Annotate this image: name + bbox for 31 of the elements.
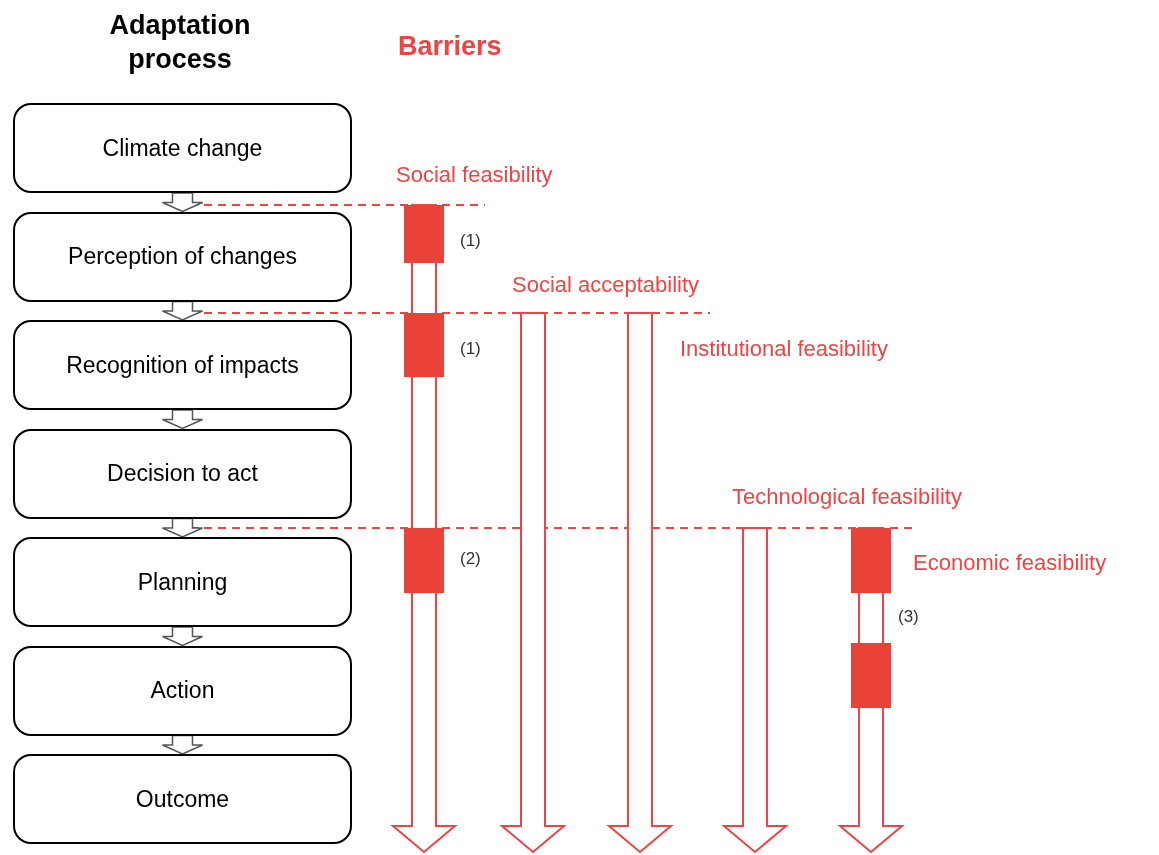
column-heading: Barriers <box>398 30 502 63</box>
process-box <box>13 645 352 736</box>
process-box <box>13 537 352 627</box>
column-heading: Adaptation process <box>108 9 252 76</box>
box-text: Outcome <box>135 784 230 814</box>
barrier-label: Social feasibility <box>396 161 553 189</box>
note-number: (2) <box>460 548 481 570</box>
process-arrow <box>161 517 204 538</box>
barrier-label: Institutional feasibility <box>680 335 888 363</box>
process-arrow <box>161 626 204 647</box>
box-text: Action <box>150 676 215 706</box>
box-text: Planning <box>137 567 228 597</box>
process-box <box>13 211 352 302</box>
barrier-label: Technological feasibility <box>732 483 962 511</box>
process-arrow <box>161 192 204 213</box>
box-text: Decision to act <box>107 459 258 489</box>
process-arrow <box>161 734 204 755</box>
barrier-label: Social acceptability <box>512 271 700 299</box>
box-text: Recognition of impacts <box>66 350 299 380</box>
note-number: (1) <box>460 230 481 252</box>
note-number: (3) <box>898 606 919 628</box>
process-box <box>13 428 352 519</box>
process-arrow <box>161 409 204 430</box>
process-box <box>13 320 352 410</box>
barrier-label: Economic feasibility <box>913 549 1107 577</box>
process-box <box>13 754 352 844</box>
process-arrow <box>161 300 204 321</box>
box-text: Perception of changes <box>68 242 297 272</box>
note-number: (1) <box>460 338 481 360</box>
box-text: Climate change <box>102 133 263 163</box>
process-box <box>13 103 352 193</box>
